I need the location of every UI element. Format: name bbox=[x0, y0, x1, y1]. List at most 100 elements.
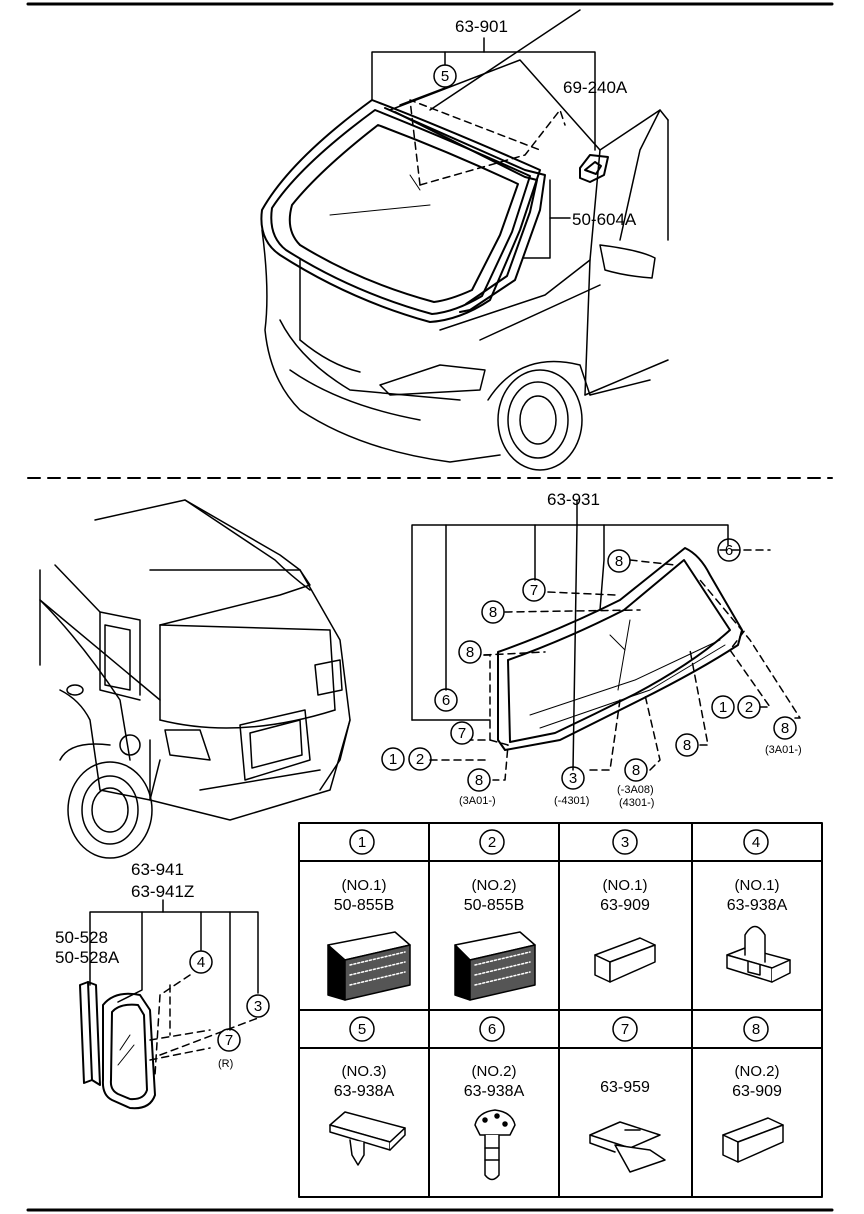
svg-text:2: 2 bbox=[416, 751, 424, 768]
callout-8-bottom-right: 8 bbox=[675, 733, 699, 757]
table-cell-6-spec: (NO.2) bbox=[472, 1063, 517, 1080]
table-cell-7-number: 7 bbox=[612, 1016, 638, 1042]
callout-2-left: 2 bbox=[408, 747, 432, 771]
rear-leaders bbox=[411, 499, 801, 781]
callout-7-top: 7 bbox=[522, 578, 546, 602]
note-3a01-right: (3A01-) bbox=[765, 744, 802, 756]
svg-text:1: 1 bbox=[358, 834, 366, 851]
label-63-941: 63-941 bbox=[131, 860, 184, 879]
callout-1-right: 1 bbox=[711, 695, 735, 719]
label-69-240a: 69-240A bbox=[563, 78, 628, 97]
table-cell-3-number: 3 bbox=[612, 829, 638, 855]
table-cell-8-number: 8 bbox=[743, 1016, 769, 1042]
table-cell-4-part: 63-938A bbox=[727, 897, 788, 914]
svg-text:6: 6 bbox=[442, 692, 450, 709]
callout-6-top: 6 bbox=[717, 538, 741, 562]
callout-8-mid: 8 bbox=[481, 600, 505, 624]
windshield-molding bbox=[384, 107, 546, 313]
callout-3-rear: 3 bbox=[561, 766, 585, 790]
rubber-stopper-icon bbox=[722, 1117, 784, 1163]
quarter-leaders bbox=[89, 899, 259, 1076]
label-63-901: 63-901 bbox=[455, 17, 508, 36]
label-63-931: 63-931 bbox=[547, 490, 600, 509]
svg-text:2: 2 bbox=[745, 699, 753, 716]
clip-fastener-icon bbox=[726, 925, 791, 983]
svg-text:8: 8 bbox=[752, 1021, 760, 1038]
rear-car-illustration bbox=[39, 499, 351, 859]
svg-text:3: 3 bbox=[254, 998, 262, 1015]
table-cell-5-part: 63-938A bbox=[334, 1083, 395, 1100]
table-cell-3-spec: (NO.1) bbox=[603, 877, 648, 894]
note-r: (R) bbox=[218, 1058, 233, 1070]
quarter-glass bbox=[101, 992, 156, 1110]
svg-text:4: 4 bbox=[197, 954, 205, 971]
svg-text:6: 6 bbox=[725, 542, 733, 559]
table-cell-6-number: 6 bbox=[479, 1016, 505, 1042]
rear-liftgate-glass bbox=[497, 547, 743, 751]
adhesive-spacer-icon bbox=[327, 931, 411, 1001]
front-leaders bbox=[371, 37, 596, 259]
table-cell-7-part: 63-959 bbox=[600, 1079, 650, 1096]
note-minus-3a08: (-3A08) bbox=[617, 784, 654, 796]
callout-6-left: 6 bbox=[434, 688, 458, 712]
table-cell-5-number: 5 bbox=[349, 1016, 375, 1042]
svg-text:8: 8 bbox=[489, 604, 497, 621]
adhesive-spacer-icon bbox=[454, 931, 536, 1001]
front-car-illustration bbox=[261, 9, 669, 471]
callout-8-bottom-left: 8 bbox=[467, 768, 491, 792]
svg-text:8: 8 bbox=[615, 553, 623, 570]
svg-text:5: 5 bbox=[358, 1021, 366, 1038]
svg-text:3: 3 bbox=[569, 770, 577, 787]
parts-table bbox=[298, 822, 823, 1198]
svg-text:1: 1 bbox=[389, 751, 397, 768]
label-50-528a: 50-528A bbox=[55, 948, 120, 967]
label-50-604a: 50-604A bbox=[572, 210, 637, 229]
callout-8-far-right: 8 bbox=[773, 716, 797, 740]
table-cell-5-spec: (NO.3) bbox=[342, 1063, 387, 1080]
svg-text:2: 2 bbox=[488, 834, 496, 851]
table-cell-4-number: 4 bbox=[743, 829, 769, 855]
callout-7-quarter: 7 bbox=[217, 1028, 241, 1052]
note-3a01-left: (3A01-) bbox=[459, 795, 496, 807]
table-cell-1-part: 50-855B bbox=[334, 897, 395, 914]
table-cell-3-part: 63-909 bbox=[600, 897, 650, 914]
quarter-seal-strip bbox=[79, 981, 101, 1086]
table-cell-2-number: 2 bbox=[479, 829, 505, 855]
windshield-glass bbox=[260, 99, 541, 323]
table-cell-8-spec: (NO.2) bbox=[735, 1063, 780, 1080]
callout-5-front: 5 bbox=[433, 64, 457, 88]
svg-text:7: 7 bbox=[225, 1032, 233, 1049]
table-cell-2-part: 50-855B bbox=[464, 897, 525, 914]
svg-text:7: 7 bbox=[530, 582, 538, 599]
table-cell-1-spec: (NO.1) bbox=[342, 877, 387, 894]
svg-text:7: 7 bbox=[621, 1021, 629, 1038]
svg-text:8: 8 bbox=[475, 772, 483, 789]
table-cell-1-number: 1 bbox=[349, 829, 375, 855]
table-cell-8-part: 63-909 bbox=[732, 1083, 782, 1100]
svg-text:1: 1 bbox=[719, 699, 727, 716]
label-63-941z: 63-941Z bbox=[131, 882, 194, 901]
rubber-stopper-icon bbox=[594, 937, 656, 983]
table-cell-6-part: 63-938A bbox=[464, 1083, 525, 1100]
svg-text:8: 8 bbox=[683, 737, 691, 754]
callout-8-bottom-mid: 8 bbox=[624, 758, 648, 782]
label-50-528: 50-528 bbox=[55, 928, 108, 947]
bracket-icon bbox=[589, 1121, 666, 1173]
callout-2-right: 2 bbox=[737, 695, 761, 719]
callout-7-left: 7 bbox=[450, 721, 474, 745]
note-4301-plus: (4301-) bbox=[619, 797, 654, 809]
callout-8-top: 8 bbox=[607, 549, 631, 573]
svg-text:4: 4 bbox=[752, 834, 760, 851]
callout-3-quarter: 3 bbox=[246, 994, 270, 1018]
mirror-base-part bbox=[579, 154, 609, 183]
clip-plate-icon bbox=[329, 1111, 406, 1166]
svg-text:7: 7 bbox=[458, 725, 466, 742]
svg-text:6: 6 bbox=[488, 1021, 496, 1038]
callout-1-left: 1 bbox=[381, 747, 405, 771]
stud-fastener-icon bbox=[474, 1109, 516, 1181]
svg-text:8: 8 bbox=[466, 644, 474, 661]
callout-8-left: 8 bbox=[458, 640, 482, 664]
note-minus-4301: (-4301) bbox=[554, 795, 589, 807]
svg-text:3: 3 bbox=[621, 834, 629, 851]
